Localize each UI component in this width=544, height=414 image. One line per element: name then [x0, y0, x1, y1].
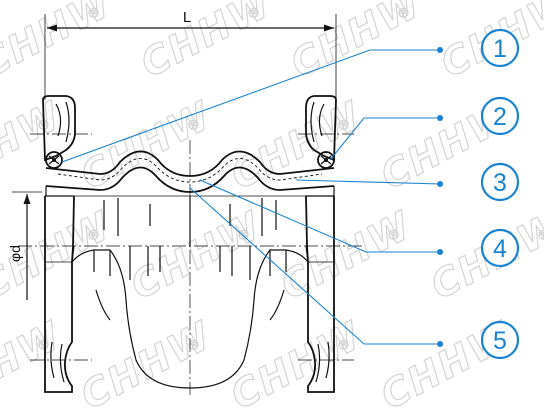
- leader-dot-4: [437, 249, 443, 255]
- leader-5: [189, 187, 440, 345]
- leader-1: [61, 49, 440, 163]
- watermark-text: CHHW: [124, 203, 270, 308]
- callout-badge-5: 5: [480, 320, 520, 360]
- leader-dot-5: [437, 341, 443, 347]
- callout-badge-3: 3: [480, 162, 520, 202]
- callout-badge-2: 2: [480, 96, 520, 136]
- watermark-registered-mark: ®: [535, 226, 544, 245]
- leader-4: [199, 179, 440, 253]
- right-flange: [305, 95, 337, 393]
- watermark-text: CHHW: [0, 313, 69, 414]
- watermark-text: CHHW: [224, 313, 370, 414]
- leader-dot-3: [437, 181, 443, 187]
- callout-badge-4: 4: [480, 228, 520, 268]
- watermark-text: CHHW: [274, 203, 420, 308]
- leader-dot-1: [437, 47, 443, 53]
- diameter-dimension: φd: [7, 191, 42, 300]
- left-flange: [42, 95, 76, 393]
- callout-number-3: 3: [493, 169, 507, 197]
- watermark-text: CHHW: [74, 93, 220, 198]
- callout-number-4: 4: [493, 235, 507, 263]
- length-label: L: [183, 9, 191, 26]
- flange-beads: [45, 151, 335, 169]
- length-dimension: L: [44, 9, 337, 100]
- callout-badges: 1 2 3 4 5: [480, 28, 520, 360]
- diameter-label: φd: [7, 245, 23, 262]
- watermark-text: CHHW: [0, 0, 119, 86]
- leader-2: [329, 117, 440, 161]
- callout-number-2: 2: [493, 103, 507, 131]
- callout-number-1: 1: [493, 35, 507, 63]
- bellows-body-lower: [71, 196, 309, 389]
- watermark-text: CHHW: [74, 313, 220, 414]
- leader-3: [295, 179, 441, 185]
- leader-dot-2: [437, 115, 443, 121]
- callout-badge-1: 1: [480, 28, 520, 68]
- callout-number-5: 5: [493, 327, 507, 355]
- watermark-text: CHHW: [224, 93, 370, 198]
- callout-leaders: [61, 47, 443, 347]
